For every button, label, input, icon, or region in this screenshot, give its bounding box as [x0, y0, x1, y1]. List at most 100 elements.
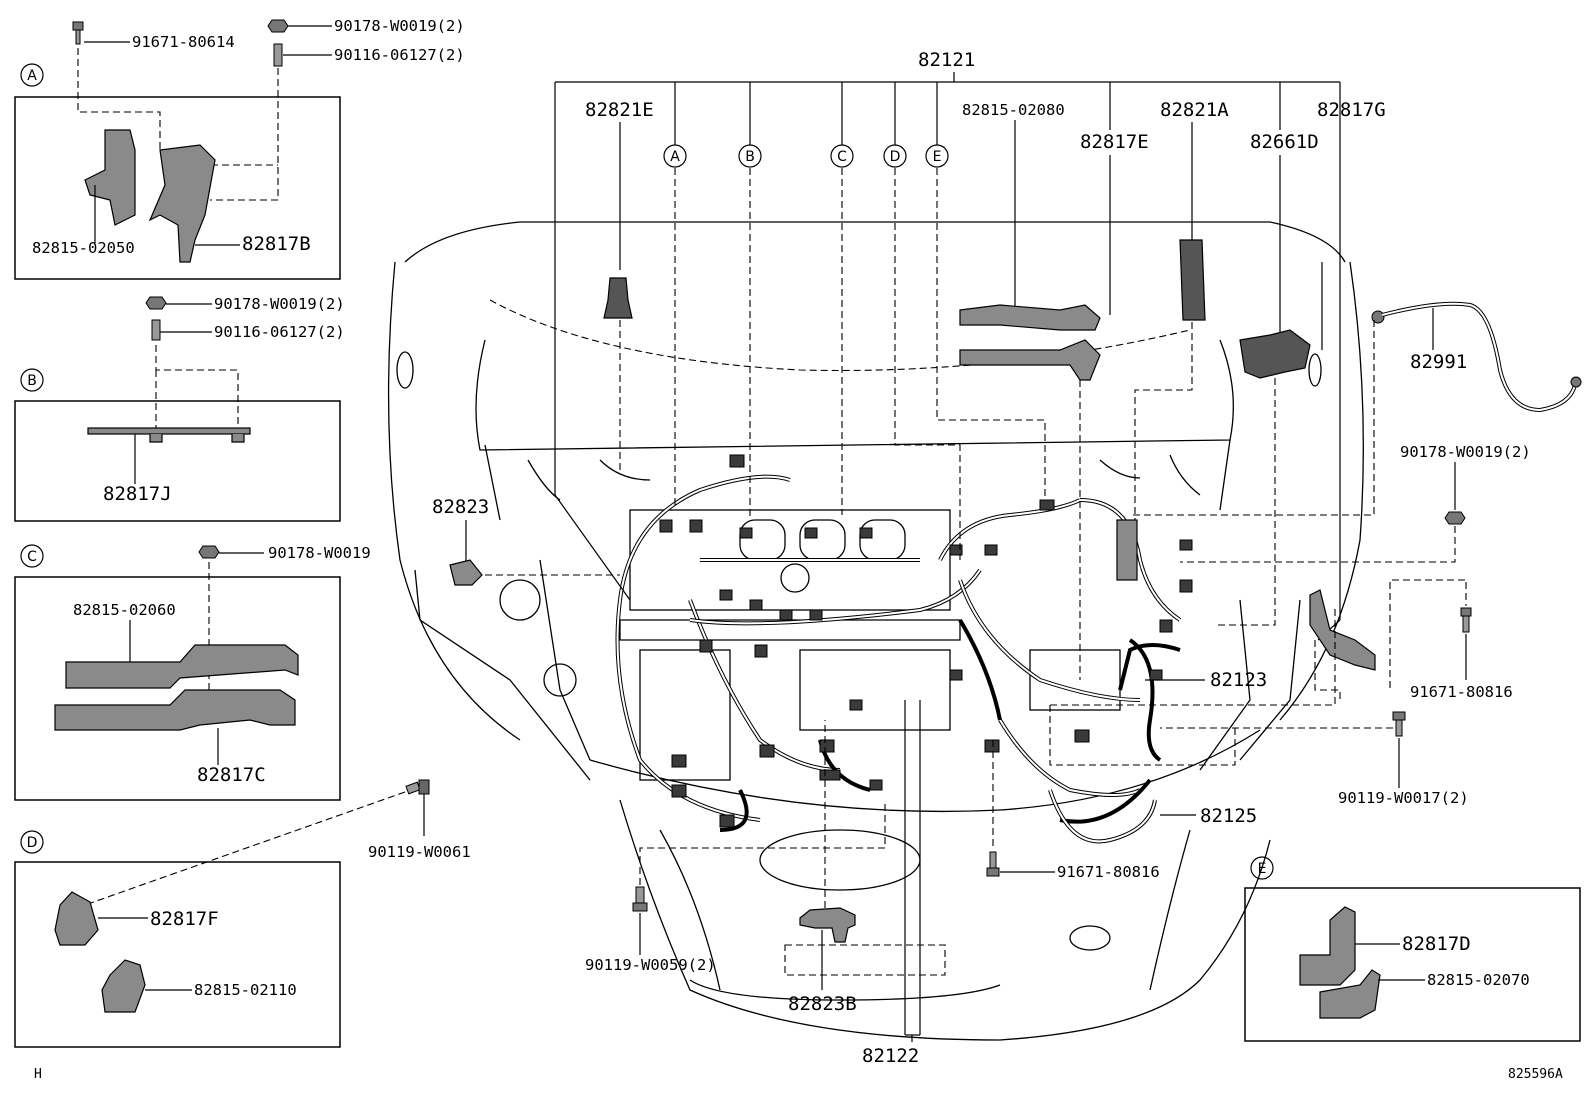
panel-a-protector-part: 82815-02050 — [32, 239, 135, 257]
callout-d-circle — [20, 830, 44, 854]
wire-82123-group: 82123 — [1049, 605, 1336, 766]
clamp-82817f — [54, 891, 99, 946]
grommet-82823b-group: 82823B — [788, 720, 857, 1015]
main-callout-a: A — [670, 149, 680, 165]
callout-a-label: A — [27, 68, 37, 84]
harness-82122-group: 82122 — [862, 700, 921, 1067]
lower-left-bolt-group: 90119-W0059(2) — [585, 800, 886, 974]
wire-82123-label: 82123 — [1210, 669, 1267, 691]
panel-d-protector-part: 82815-02110 — [194, 981, 297, 999]
protector-82815-02080-group: 82815-02080 82817E — [959, 101, 1149, 680]
panel-c-box — [14, 576, 341, 801]
bolt-icon — [1460, 607, 1472, 633]
stud-icon — [151, 319, 161, 341]
panel-b: 90178-W0019(2) 90116-06127(2) B 82817J — [14, 295, 345, 522]
panel-c-protector-part: 82815-02060 — [73, 601, 176, 619]
grommet-82823-group: 82823 — [432, 496, 620, 586]
panel-a-stud-part: 90116-06127(2) — [334, 46, 465, 64]
cable-82991-label: 82991 — [1410, 351, 1467, 373]
callout-c-label: C — [27, 549, 37, 565]
right-nut-label: 90178-W0019(2) — [1400, 443, 1531, 461]
center-bolt-label: 91671-80816 — [1057, 863, 1160, 881]
protector-82815-02080 — [959, 304, 1101, 331]
wire-82125-group: 82125 — [1048, 789, 1257, 844]
clamp-82821a — [1179, 239, 1206, 321]
main-callout-d: D — [890, 149, 901, 165]
main-callout-b: B — [745, 149, 755, 165]
bolt-icon — [405, 779, 430, 795]
nut-icon — [145, 296, 167, 310]
clamp-82817b — [148, 144, 216, 263]
harness-82121-label: 82121 — [918, 49, 975, 71]
panel-c: C 90178-W0019 82815-02060 82817C — [14, 544, 371, 801]
protector-82815-02070 — [1319, 969, 1381, 1019]
wire-82125-label: 82125 — [1200, 805, 1257, 827]
panel-a-box — [14, 96, 341, 280]
nut-icon — [198, 545, 220, 559]
panel-e-clamp-part: 82817D — [1402, 933, 1471, 955]
grommet-82823 — [449, 559, 483, 586]
bolt-icon — [72, 21, 84, 45]
panel-a: A 91671-80614 90178-W0019(2) 90116-06127… — [14, 17, 465, 280]
nut-icon — [1444, 511, 1466, 525]
engine-block — [619, 509, 1121, 781]
panel-e-protector-part: 82815-02070 — [1427, 971, 1530, 989]
callout-a-circle — [20, 63, 44, 87]
stud-icon — [273, 43, 283, 67]
panel-d: D 90119-W0061 82817F 82815-02110 — [14, 779, 471, 1048]
bolt-icon — [1392, 711, 1406, 737]
panel-e: E 82817D 82815-02070 — [1244, 856, 1581, 1042]
cable-82991-group: 82991 — [1130, 301, 1582, 516]
callout-b-circle — [20, 368, 44, 392]
nut-icon — [267, 19, 289, 33]
panel-c-nut-part: 90178-W0019 — [268, 544, 371, 562]
bracket-82661d-group: 82661D — [1215, 131, 1323, 626]
right-fasteners: 90178-W0019(2) 91671-80816 90119-W0017(2… — [1160, 443, 1531, 807]
harness-82121-leaders: 82121 — [554, 49, 1341, 641]
bracket-82661d — [1239, 329, 1311, 379]
main-callouts: A B C D E — [663, 144, 1046, 560]
clamp-82817g-label: 82817G — [1317, 99, 1386, 121]
protector-82815-02050 — [84, 129, 136, 226]
grommet-82823b — [799, 907, 856, 943]
bolt-icon — [986, 851, 1000, 877]
clamp-82817e-label: 82817E — [1080, 131, 1149, 153]
protector-82815-02080-label: 82815-02080 — [962, 101, 1065, 119]
panel-b-nut-part: 90178-W0019(2) — [214, 295, 345, 313]
panel-a-clamp-part: 82817B — [242, 233, 311, 255]
clamp-82821a-label: 82821A — [1160, 99, 1229, 121]
engine-bay-outline — [387, 221, 1364, 1041]
center-bolt-group: 91671-80816 — [986, 740, 1160, 881]
connector-82821a-mounted — [1116, 519, 1138, 581]
connectors — [659, 454, 1193, 828]
right-lower-bolt-label: 90119-W0017(2) — [1338, 789, 1469, 807]
panel-b-stud-part: 90116-06127(2) — [214, 323, 345, 341]
page-marker: H — [34, 1067, 42, 1082]
main-callout-e: E — [933, 149, 942, 165]
callout-d-label: D — [27, 835, 38, 851]
clamp-82817d — [1299, 906, 1356, 986]
clamp-82821e-group: 82821E — [585, 99, 654, 470]
panel-d-bolt-part: 90119-W0061 — [368, 843, 471, 861]
panel-b-box — [14, 400, 341, 522]
figure-code: 825596A — [1508, 1067, 1563, 1082]
panel-b-clamp-part: 82817J — [103, 483, 172, 505]
clamp-82817g — [1309, 589, 1376, 671]
panel-d-clamp-part: 82817F — [150, 908, 219, 930]
panel-c-clamp-part: 82817C — [197, 764, 266, 786]
clamp-82821a-group: 82821A — [1134, 99, 1229, 520]
callout-b-label: B — [27, 373, 37, 389]
grommet-82823-label: 82823 — [432, 496, 489, 518]
panel-d-box — [14, 861, 341, 1048]
harness-82122-label: 82122 — [862, 1045, 919, 1067]
grommet-82823b-label: 82823B — [788, 993, 857, 1015]
callout-c-circle — [20, 544, 44, 568]
wire-harness-82121 — [615, 474, 1182, 832]
panel-a-nut-part: 90178-W0019(2) — [334, 17, 465, 35]
right-bolt-label: 91671-80816 — [1410, 683, 1513, 701]
clamp-82817j — [87, 427, 251, 435]
bracket-82661d-label: 82661D — [1250, 131, 1319, 153]
clamp-82817c — [54, 689, 296, 731]
clamp-82817e — [959, 339, 1101, 381]
